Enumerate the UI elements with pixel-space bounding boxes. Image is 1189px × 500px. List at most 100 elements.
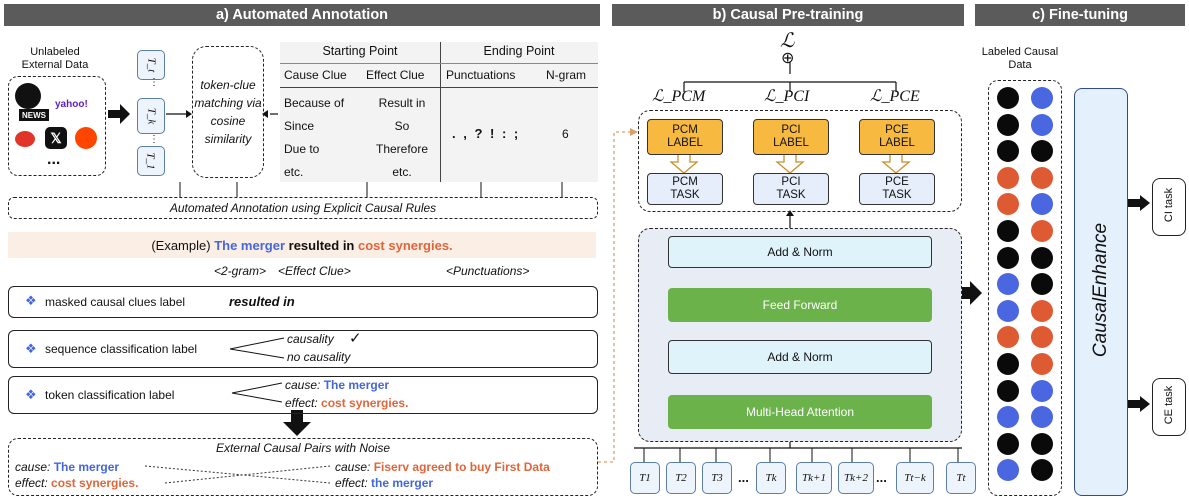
add-norm-bottom: Add & Norm xyxy=(668,340,932,374)
ngram-value: 6 xyxy=(562,127,569,141)
data-sample-dot xyxy=(1031,193,1053,216)
token-clue-matching-box: token-clue matching via cosine similarit… xyxy=(192,46,264,178)
data-sample-dot xyxy=(1031,326,1053,349)
token-ellipsis: ... xyxy=(738,470,749,485)
example-sentence: (Example) The merger resulted in cost sy… xyxy=(8,232,596,258)
checkmark-icon: ✓ xyxy=(349,330,362,347)
data-sample-dot xyxy=(1031,87,1053,109)
explicit-rules-box: Automated Annotation using Explicit Caus… xyxy=(8,197,598,219)
data-sample-dot xyxy=(1031,220,1053,242)
table-rule-mid xyxy=(280,87,598,88)
data-sample-dot xyxy=(997,379,1019,402)
starting-point-header: Starting Point xyxy=(322,44,398,58)
data-sample-dot xyxy=(1031,379,1053,402)
x-icon: 𝕏 xyxy=(45,127,67,149)
input-token: T1 xyxy=(630,462,660,494)
labeled-data-box xyxy=(988,80,1062,496)
causalenhance-model-block: CausalEnhance xyxy=(1074,88,1128,496)
data-sample-dot xyxy=(997,299,1019,322)
ce-task-box: CE task xyxy=(1152,378,1186,436)
more-sources-ellipsis: ... xyxy=(47,151,61,168)
token-t-t: T_t xyxy=(137,50,165,80)
data-sample-dot xyxy=(997,166,1019,189)
col-effect-clue: Effect Clue xyxy=(366,68,425,82)
section-b-title: b) Causal Pre-training xyxy=(612,4,964,26)
data-sample-dot xyxy=(997,140,1019,163)
ci-task-box: CI task xyxy=(1152,178,1186,236)
token-ellipsis-top: ⋮ xyxy=(149,77,159,88)
cause-clue-list: Because of Since Due to etc. xyxy=(284,96,345,179)
causal-clue-table: Starting Point Ending Point Cause Clue E… xyxy=(280,42,598,182)
col-punctuations: Punctuations xyxy=(446,68,516,82)
causality-option: causality xyxy=(287,332,334,346)
data-sample-dot xyxy=(1031,432,1053,455)
data-sample-dot xyxy=(1031,299,1053,322)
diamond-bullet-icon: ❖ xyxy=(25,341,37,356)
ce-task-label: CE task xyxy=(1163,385,1175,425)
data-sample-dot xyxy=(997,406,1019,429)
unlabeled-data-label: Unlabeled External Data xyxy=(21,46,89,71)
sequence-label-text: sequence classification label xyxy=(45,342,198,356)
noise-pairs-title: External Causal Pairs with Noise xyxy=(215,441,391,455)
masked-label-row: ❖ masked causal clues label resulted in xyxy=(8,286,598,318)
input-token: Tk+2 xyxy=(838,462,874,494)
data-sample-dot xyxy=(1031,113,1053,136)
data-sample-dot xyxy=(997,432,1019,455)
token-t-1: T_1 xyxy=(137,146,165,176)
data-sample-dot xyxy=(997,459,1019,482)
data-sample-dot xyxy=(1031,166,1053,189)
token-t-k: T_k xyxy=(137,98,165,134)
news-icon: NEWS xyxy=(19,109,49,121)
no-causality-option: no causality xyxy=(287,350,351,364)
weibo-icon xyxy=(15,131,35,147)
sum-symbol: ⊕ xyxy=(781,50,795,67)
data-sample-dot xyxy=(997,353,1019,375)
ci-task-label: CI task xyxy=(1163,187,1175,223)
add-norm-top: Add & Norm xyxy=(668,236,932,268)
data-sample-dot xyxy=(1031,353,1053,375)
masked-label-text: masked causal clues label xyxy=(45,295,186,309)
causalenhance-label: CausalEnhance xyxy=(1090,222,1111,358)
tag-2gram: <2-gram> xyxy=(214,264,267,278)
reddit-icon xyxy=(75,127,97,149)
data-sample-dot xyxy=(997,113,1019,136)
input-token: Tt xyxy=(946,462,976,494)
feed-forward-block: Feed Forward xyxy=(668,288,932,322)
diamond-bullet-icon: ❖ xyxy=(25,387,37,402)
input-token: Tt−k xyxy=(896,462,934,494)
loss-pci: ℒ_PCI xyxy=(764,88,810,105)
globe-icon xyxy=(15,83,41,109)
data-sample-dot xyxy=(997,193,1019,216)
labeled-data-label: Labeled Causal Data xyxy=(981,46,1059,71)
noise-pairs-box: External Causal Pairs with Noise cause: … xyxy=(8,438,598,496)
col-ngram: N-gram xyxy=(546,68,587,82)
token-ellipsis: ... xyxy=(876,470,887,485)
data-sample-dot xyxy=(1031,273,1053,296)
punctuation-values: . , ? ! : ; xyxy=(452,126,521,141)
data-sample-dot xyxy=(1031,459,1053,482)
ending-point-header: Ending Point xyxy=(483,44,555,58)
section-c-title: c) Fine-tuning xyxy=(975,4,1185,26)
loss-pcm: ℒ_PCM xyxy=(652,88,706,105)
col-cause-clue: Cause Clue xyxy=(284,68,347,82)
unlabeled-data-box: NEWS yahoo! 𝕏 ... xyxy=(8,76,106,176)
data-sample-dot xyxy=(997,87,1019,109)
data-sample-dot xyxy=(997,246,1019,269)
total-loss-symbol: ℒ xyxy=(780,30,795,52)
sequence-label-row: ❖ sequence classification label causalit… xyxy=(8,330,598,368)
diamond-bullet-icon: ❖ xyxy=(25,293,37,308)
tag-punctuations: <Punctuations> xyxy=(446,264,530,278)
table-rule-top xyxy=(280,63,598,64)
data-sample-dot xyxy=(997,326,1019,349)
data-sample-dot xyxy=(1031,406,1053,429)
input-token: T3 xyxy=(702,462,732,494)
section-a-title: a) Automated Annotation xyxy=(4,4,600,26)
yahoo-icon: yahoo! xyxy=(55,99,88,110)
input-token: Tk xyxy=(756,462,786,494)
